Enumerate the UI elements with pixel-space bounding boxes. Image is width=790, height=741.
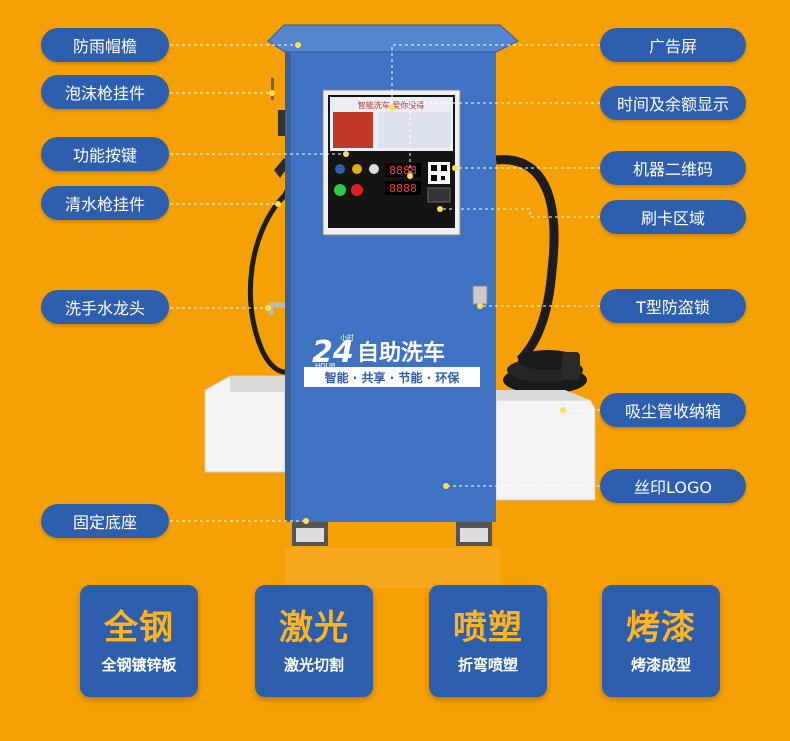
right-box-inner [496, 390, 590, 400]
yellow-button [352, 164, 362, 174]
label-rain-hood: 防雨帽檐 [41, 28, 169, 62]
t-lock-handle [472, 285, 488, 305]
white-button [369, 164, 379, 174]
label-water-gun-holder: 清水枪挂件 [41, 186, 169, 220]
ad-screen-text: 智能洗车 爱你没得 [358, 100, 425, 110]
feature-card-spray: 喷塑 折弯喷塑 [429, 585, 547, 697]
slogan-bar [304, 367, 480, 387]
ad-car-image [333, 112, 373, 148]
feature-subtitle: 折弯喷塑 [457, 655, 518, 674]
blue-button [335, 164, 345, 174]
rain-hood-shape [267, 24, 519, 53]
balance-display-digits: 8888 [389, 182, 417, 195]
cabinet-edge [285, 50, 291, 522]
foam-gun-holder-part [278, 110, 288, 136]
label-fixed-base: 固定底座 [41, 504, 169, 538]
feature-subtitle: 全钢镀锌板 [101, 655, 177, 674]
feature-card-paint: 烤漆 烤漆成型 [602, 585, 720, 697]
feature-card-steel: 全钢 全钢镀锌板 [80, 585, 198, 697]
foam-gun-hook [271, 78, 274, 100]
label-t-lock: T型防盗锁 [600, 289, 746, 323]
card-reader [427, 187, 451, 203]
logo-number: 24 [312, 335, 354, 370]
right-foot-plate [460, 528, 488, 542]
red-button [351, 184, 363, 196]
left-box-inner [230, 376, 285, 392]
qr-block-3 [431, 175, 437, 181]
qr-block-2 [441, 165, 447, 171]
slogan-text: 智能 · 共享 · 节能 · 环保 [324, 370, 461, 385]
logo-small-text: 小时 [340, 333, 354, 342]
logo-title: 自助洗车 [357, 340, 445, 366]
feature-subtitle: 激光切割 [283, 655, 344, 674]
label-time-balance-display: 时间及余额显示 [600, 86, 746, 120]
left-foot-plate [296, 528, 324, 542]
feature-title: 全钢 [104, 607, 174, 648]
label-silkscreen-logo: 丝印LOGO [600, 469, 746, 503]
logo-hour-text: HOUR [315, 362, 336, 370]
callout-lines [170, 44, 600, 522]
feature-title: 烤漆 [626, 607, 696, 648]
right-storage-box [495, 399, 596, 501]
floor-reflection [285, 548, 500, 588]
label-foam-gun-holder: 泡沫枪挂件 [41, 75, 169, 109]
feature-card-laser: 激光 激光切割 [255, 585, 373, 697]
feature-subtitle: 烤漆成型 [630, 655, 691, 674]
green-button [334, 184, 346, 196]
label-machine-qr-code: 机器二维码 [600, 151, 746, 185]
feature-title: 激光 [279, 607, 349, 648]
qr-block-4 [441, 176, 445, 180]
water-hose [247, 193, 287, 375]
label-hand-wash-faucet: 洗手水龙头 [41, 290, 169, 324]
callout-dots [265, 42, 566, 524]
feature-title: 喷塑 [453, 607, 523, 648]
label-card-swipe-area: 刷卡区域 [600, 200, 746, 234]
ad-info-area [378, 112, 450, 148]
time-display [385, 163, 421, 177]
label-vacuum-hose-box: 吸尘管收纳箱 [600, 393, 746, 427]
label-function-buttons: 功能按键 [41, 137, 169, 171]
vacuum-hose [495, 155, 559, 364]
balance-display [385, 181, 421, 195]
faucet [268, 302, 285, 315]
qr-block-1 [431, 165, 437, 171]
label-ad-screen: 广告屏 [600, 28, 746, 62]
hose-nozzle [562, 352, 580, 380]
